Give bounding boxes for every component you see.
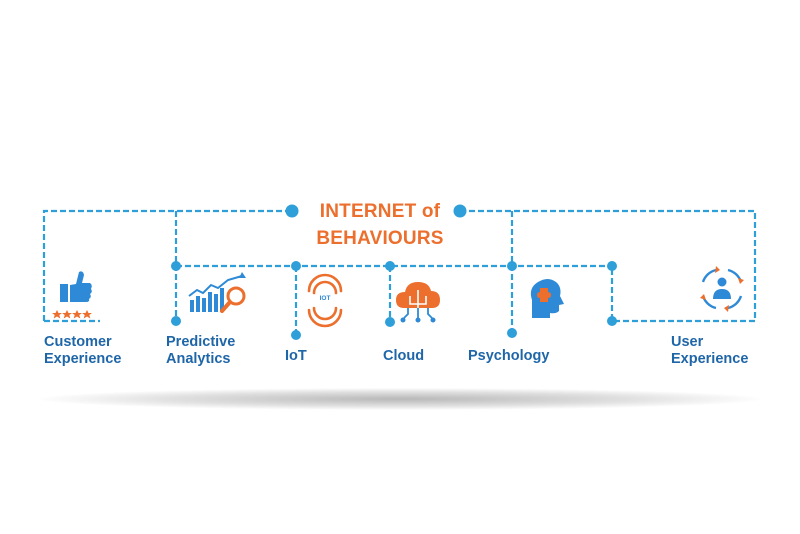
head-puzzle-icon	[530, 279, 564, 318]
iot-icon-label: IOT	[319, 295, 331, 302]
item-label-line-1: Predictive	[166, 334, 236, 350]
title-node-right	[453, 204, 467, 218]
title-node-left	[285, 204, 299, 218]
node	[507, 261, 517, 271]
item-label-line-1: Cloud	[383, 348, 425, 364]
node	[171, 261, 181, 271]
item-user-experience: User Experience	[671, 334, 748, 368]
item-customer-experience: Customer Experience	[44, 334, 121, 368]
item-label-line-2: Analytics	[166, 351, 231, 367]
thumbs-up-rating-icon	[52, 271, 92, 319]
top-connector-left	[42, 209, 292, 321]
item-label-line-2: Experience	[44, 351, 122, 367]
item-iot: IoT	[285, 348, 307, 365]
top-connector-right	[460, 209, 757, 323]
item-cloud: Cloud	[383, 348, 424, 365]
item-label-line-1: IoT	[285, 348, 307, 364]
item-label-line-2: Experience	[671, 351, 749, 367]
title-line-2: BEHAVIOURS	[316, 228, 444, 249]
iot-wireless-icon	[307, 273, 343, 328]
node	[607, 261, 617, 271]
node	[291, 330, 301, 340]
node	[291, 261, 301, 271]
item-label-line-1: User	[671, 334, 704, 350]
item-label-line-1: Customer	[44, 334, 112, 350]
item-label-line-1: Psychology	[468, 348, 550, 364]
node	[507, 328, 517, 338]
node	[385, 317, 395, 327]
floor-shadow	[40, 388, 760, 410]
title-line-1: INTERNET of	[319, 201, 441, 222]
node	[607, 316, 617, 326]
item-psychology: Psychology	[468, 348, 549, 365]
cloud-network-icon	[396, 282, 440, 323]
node	[171, 316, 181, 326]
user-cycle-icon	[700, 266, 744, 312]
node	[385, 261, 395, 271]
chart-magnifier-icon	[188, 272, 246, 313]
item-predictive-analytics: Predictive Analytics	[166, 334, 235, 368]
